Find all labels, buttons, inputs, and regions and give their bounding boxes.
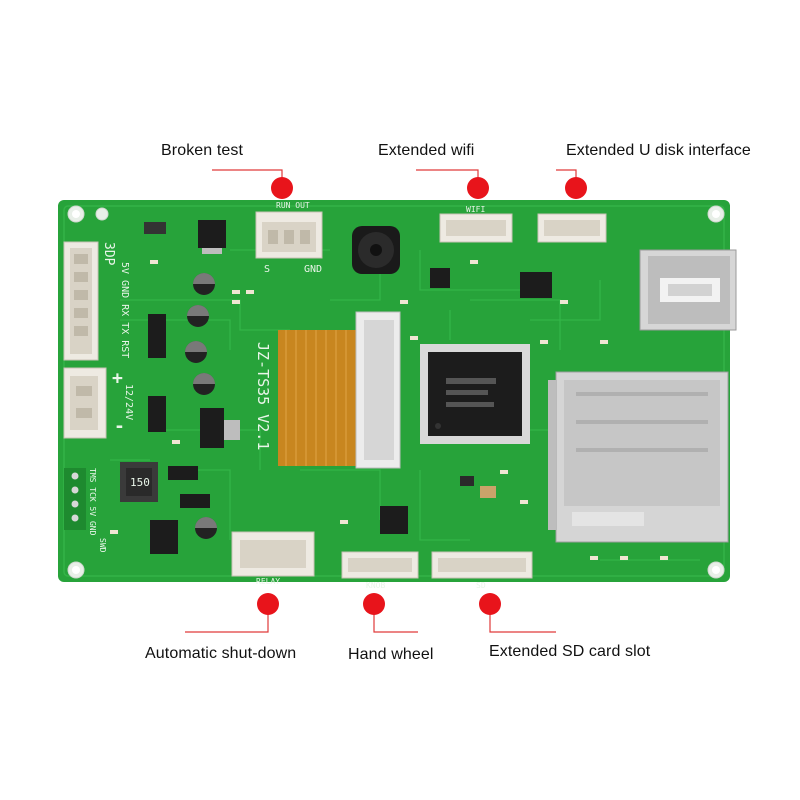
marker-extended-sd [479,593,501,615]
connector-wifi [439,213,513,243]
capacitors [185,273,217,539]
connector-relay [231,531,315,577]
connector-run-out [255,211,323,259]
label-plus: + [112,368,123,389]
left-ics [120,220,240,554]
callout-extended-wifi: Extended wifi [378,142,475,159]
connector-knob [341,551,419,579]
label-run-out: RUN OUT [276,201,310,210]
usb-a-port [639,249,737,331]
label-3dp: 3DP [101,242,116,266]
label-minus: - [114,416,125,437]
pcb-board: 3DP 5V GND RX TX RST + - 12/24V TMS TCK … [58,200,737,590]
buzzer [352,226,400,274]
marker-extended-u-disk [565,177,587,199]
mounting-holes [67,205,725,579]
label-knob: KNOB [366,581,385,590]
label-voltage: 12/24V [123,384,134,420]
smd-components [110,260,668,560]
label-sd: SD [476,581,486,590]
callout-extended-sd: Extended SD card slot [489,643,651,660]
label-inductor: 150 [130,476,150,489]
connector-usb-header [537,213,607,243]
board-model-label: JZ-TS35 V2.1 [254,342,272,450]
label-gnd: GND [304,264,322,275]
label-swd-pins: TMS TCK 5V GND [88,468,97,536]
marker-hand-wheel [363,593,385,615]
label-s: S [264,264,270,275]
leader-automatic-shutdown [185,604,269,633]
flex-ribbon [278,311,401,469]
marker-extended-wifi [467,177,489,199]
callout-extended-u-disk: Extended U disk interface [566,142,751,159]
callout-automatic-shutdown: Automatic shut-down [145,645,297,662]
callout-hand-wheel: Hand wheel [348,646,434,663]
main-mcu-chip [420,344,530,444]
marker-broken-test [271,177,293,199]
label-wifi: WIFI [466,205,485,214]
label-relay: RELAY [256,577,280,586]
connector-sd-ext [431,551,533,579]
right-ics [380,268,552,534]
sd-card-slot [548,371,729,543]
callout-markers [257,177,587,615]
connector-power [63,367,107,439]
connector-3dp [63,241,99,361]
swd-header [64,468,86,530]
callout-broken-test: Broken test [161,142,244,159]
label-swd: SWD [98,538,107,553]
marker-automatic-shutdown [257,593,279,615]
label-3dp-pins: 5V GND RX TX RST [119,262,130,358]
